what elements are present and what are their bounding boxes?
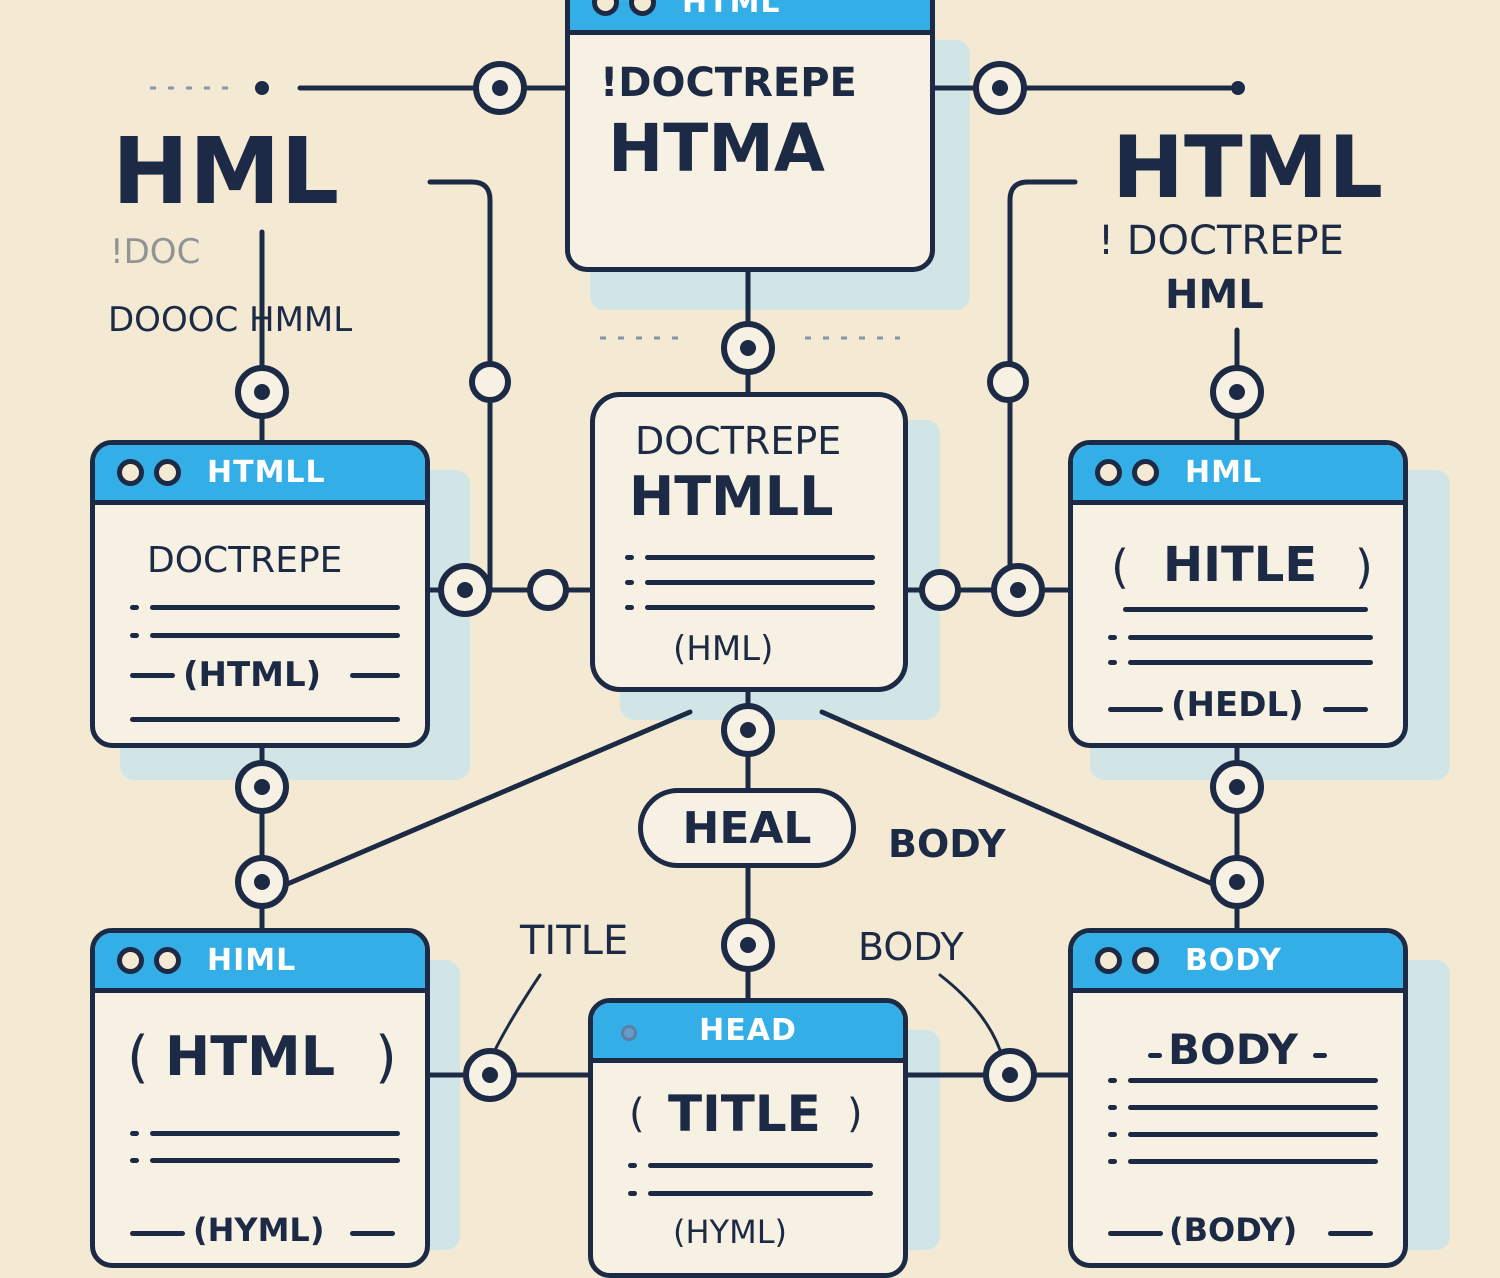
mid-right-heading: HITLE [1163, 537, 1318, 593]
text-line [648, 1191, 873, 1196]
bottom-right-titlebar: BODY [1073, 933, 1403, 993]
top-card-titlebar: HTML [570, 0, 930, 35]
window-dot-icon [1132, 459, 1159, 486]
bottom-right-title: BODY [1185, 943, 1282, 978]
node [987, 361, 1029, 403]
text-line [1128, 660, 1373, 665]
mid-right-close-paren: ) [1355, 540, 1373, 594]
wire-end-dot [255, 81, 269, 95]
center-card-line1: DOCTREPE [635, 419, 842, 463]
text-line [645, 555, 875, 560]
node [527, 569, 569, 611]
node [469, 361, 511, 403]
right-heading-title: HTML [1112, 118, 1384, 218]
top-card-line2: HTMA [608, 110, 826, 187]
bottom-center-heading: TITLE [668, 1085, 821, 1143]
wire [427, 179, 493, 593]
top-card-line1: !DOCTREPE [600, 60, 857, 106]
mid-left-title: HTMLL [207, 455, 326, 490]
mid-left-card[interactable]: HTMLL DOCTREPE (HTML) [90, 440, 430, 748]
node [919, 569, 961, 611]
mid-right-card[interactable]: HML ( HITLE ) (HEDL) [1068, 440, 1408, 748]
right-heading-sub2: HML [1165, 272, 1264, 318]
bottom-right-card[interactable]: BODY BODY (BODY) [1068, 928, 1408, 1268]
mid-right-titlebar: HML [1073, 445, 1403, 505]
center-pill-node[interactable]: HEAL [638, 788, 856, 868]
window-dot-icon [1095, 947, 1122, 974]
bottom-left-heading: HTML [165, 1025, 336, 1088]
text-line [130, 717, 400, 722]
floating-label-title: TITLE [520, 918, 629, 964]
center-card-line2: HTMLL [629, 465, 834, 528]
bottom-center-titlebar: HEAD [593, 1003, 903, 1063]
text-line [1128, 1078, 1378, 1083]
right-heading-sub1: ! DOCTREPE [1098, 218, 1344, 264]
window-dot-icon [117, 459, 144, 486]
text-line [1123, 607, 1368, 612]
text-line [1128, 635, 1373, 640]
wire [282, 709, 693, 888]
text-line [1128, 1132, 1378, 1137]
wire [493, 973, 542, 1052]
bottom-right-heading: BODY [1168, 1025, 1298, 1074]
mid-left-heading: DOCTREPE [147, 540, 343, 581]
bottom-center-title: HEAD [699, 1013, 797, 1048]
floating-label-body-upper: BODY [888, 822, 1006, 866]
bottom-left-card[interactable]: HIML ( HTML ) (HYML) [90, 928, 430, 1268]
text-line [1128, 1105, 1378, 1110]
wire [1007, 179, 1078, 593]
floating-label-body-lower: BODY [858, 925, 964, 969]
connector-network [150, 61, 1264, 1102]
text-line [150, 1158, 400, 1163]
left-heading-sub2: DOOOC HMML [108, 300, 353, 340]
bottom-left-titlebar: HIML [95, 933, 425, 993]
center-card-footer: (HML) [673, 629, 774, 669]
bottom-center-close-paren: ) [847, 1091, 863, 1137]
window-dot-icon [154, 947, 181, 974]
mid-right-open-paren: ( [1111, 540, 1129, 594]
window-dot-icon [1095, 459, 1122, 486]
window-dot-icon [621, 1025, 637, 1041]
bottom-left-title: HIML [207, 943, 297, 978]
window-dot-icon [629, 0, 656, 16]
mid-left-titlebar: HTMLL [95, 445, 425, 505]
text-line [648, 1163, 873, 1168]
bottom-left-footer: (HYML) [193, 1211, 325, 1249]
left-heading-title: HML [112, 118, 340, 225]
mid-right-title: HML [1185, 455, 1263, 490]
text-line [645, 605, 875, 610]
top-card[interactable]: HTML !DOCTREPE HTMA [565, 0, 935, 272]
left-heading-sub1: !DOC [110, 232, 201, 272]
window-dot-icon [117, 947, 144, 974]
center-pill-label: HEAL [682, 802, 812, 854]
window-dot-icon [592, 0, 619, 16]
window-dot-icon [154, 459, 181, 486]
wire [938, 973, 1002, 1052]
bottom-left-close-paren: ) [375, 1025, 397, 1090]
mid-left-footer: (HTML) [183, 655, 322, 695]
bottom-center-footer: (HYML) [673, 1213, 788, 1251]
wire [819, 709, 1218, 888]
text-line [150, 1131, 400, 1136]
top-card-title: HTML [682, 0, 781, 20]
mid-right-footer: (HEDL) [1171, 685, 1304, 725]
bottom-center-open-paren: ( [629, 1091, 645, 1137]
wire-end-dot [1231, 81, 1245, 95]
bottom-center-card[interactable]: HEAD ( TITLE ) (HYML) [588, 998, 908, 1278]
text-line [150, 605, 400, 610]
bottom-right-footer: (BODY) [1169, 1211, 1298, 1249]
text-line [1128, 1159, 1378, 1164]
center-card[interactable]: DOCTREPE HTMLL (HML) [590, 392, 908, 692]
text-line [150, 633, 400, 638]
text-line [645, 580, 875, 585]
bottom-left-open-paren: ( [127, 1025, 149, 1090]
window-dot-icon [1132, 947, 1159, 974]
